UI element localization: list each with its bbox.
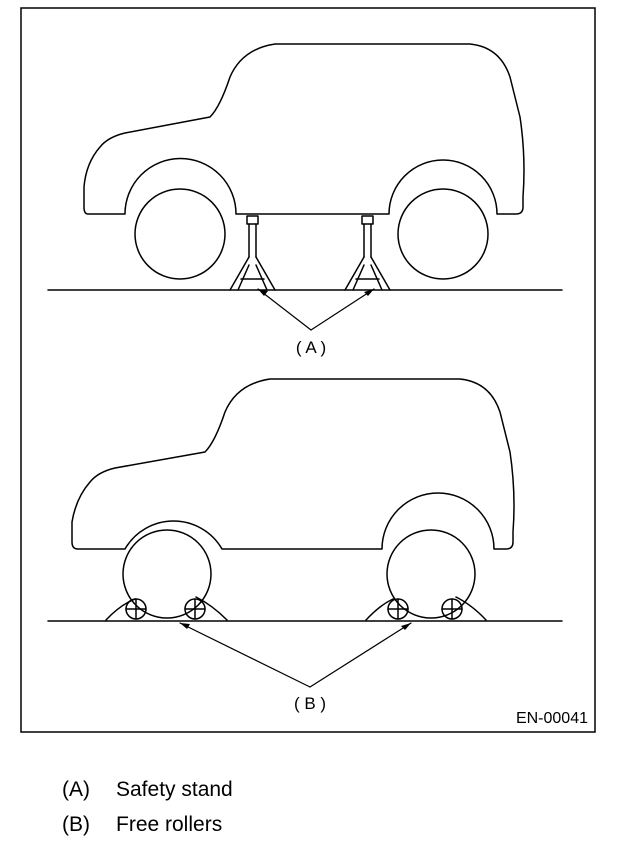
rear-wheel-top [397, 188, 489, 280]
legend: (A) Safety stand (B) Free rollers [62, 772, 233, 842]
car-body-bottom [71, 378, 515, 550]
legend-key-a: (A) [62, 778, 90, 801]
callout-label-b: ( B ) [294, 694, 326, 713]
legend-item-b: (B) Free rollers [62, 807, 233, 842]
roller-cradle-front [105, 596, 228, 621]
leader-arrowheads-b [180, 623, 411, 630]
legend-text-b: Free rollers [116, 813, 223, 836]
callout-label-a: ( A ) [296, 338, 326, 357]
free-roller-4 [441, 598, 463, 620]
legend-text-a: Safety stand [116, 778, 233, 801]
figure-code: EN-00041 [516, 710, 588, 727]
front-wheel-top [134, 188, 226, 280]
safety-stand-left [229, 215, 276, 291]
car-support-diagram: ( A ) ( B ) EN-00041 [20, 7, 596, 733]
car-body-top [83, 43, 525, 215]
free-roller-3 [387, 598, 409, 620]
free-roller-2 [184, 598, 206, 620]
leader-lines-b [179, 622, 412, 688]
figure-frame: ( A ) ( B ) EN-00041 [20, 7, 596, 733]
roller-cradle-rear [365, 596, 487, 621]
leader-arrowheads-a [258, 289, 374, 296]
safety-stand-right [344, 215, 391, 291]
legend-item-a: (A) Safety stand [62, 772, 233, 807]
legend-key-b: (B) [62, 813, 90, 836]
front-wheel-bottom [122, 529, 212, 619]
figure-border [20, 7, 596, 733]
rear-wheel-bottom [386, 529, 476, 619]
leader-lines-a [257, 288, 375, 331]
free-roller-1 [125, 598, 147, 620]
